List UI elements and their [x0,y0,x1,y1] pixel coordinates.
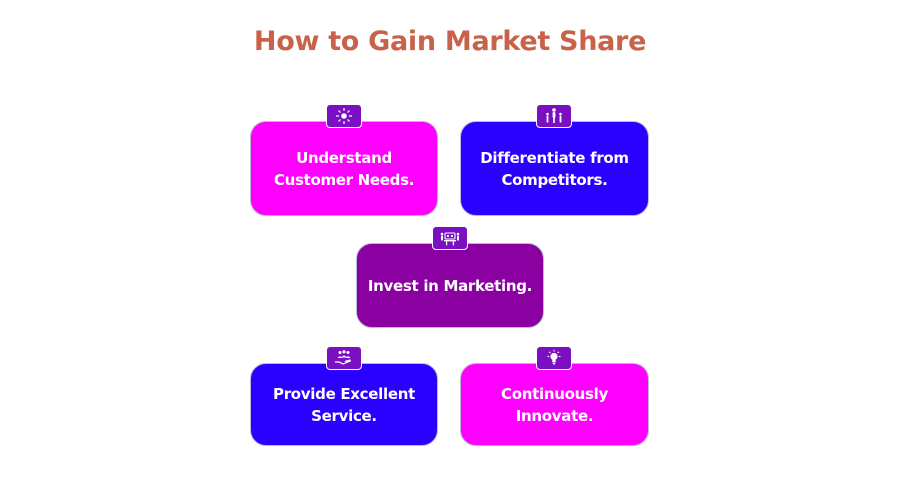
card-label: Continuously Innovate. [501,384,608,425]
card-invest-in-marketing: Invest in Marketing. [356,243,544,328]
card-label: Understand Customer Needs. [273,148,415,189]
standout-person-icon [536,104,572,128]
card-provide-excellent-service: Provide Excellent Service. [250,363,438,446]
diagram-title: How to Gain Market Share [253,26,647,57]
target-people-icon [326,104,362,128]
card-continuously-innovate: Continuously Innovate. [460,363,649,446]
card-label: Invest in Marketing. [367,276,533,295]
lightbulb-icon [536,346,572,370]
card-label: Differentiate from Competitors. [480,148,629,189]
marketing-meeting-icon [432,226,468,250]
card-label: Provide Excellent Service. [273,384,415,425]
card-differentiate-from-competitors: Differentiate from Competitors. [460,121,649,216]
card-understand-customer-needs: Understand Customer Needs. [250,121,438,216]
hand-service-icon [326,346,362,370]
